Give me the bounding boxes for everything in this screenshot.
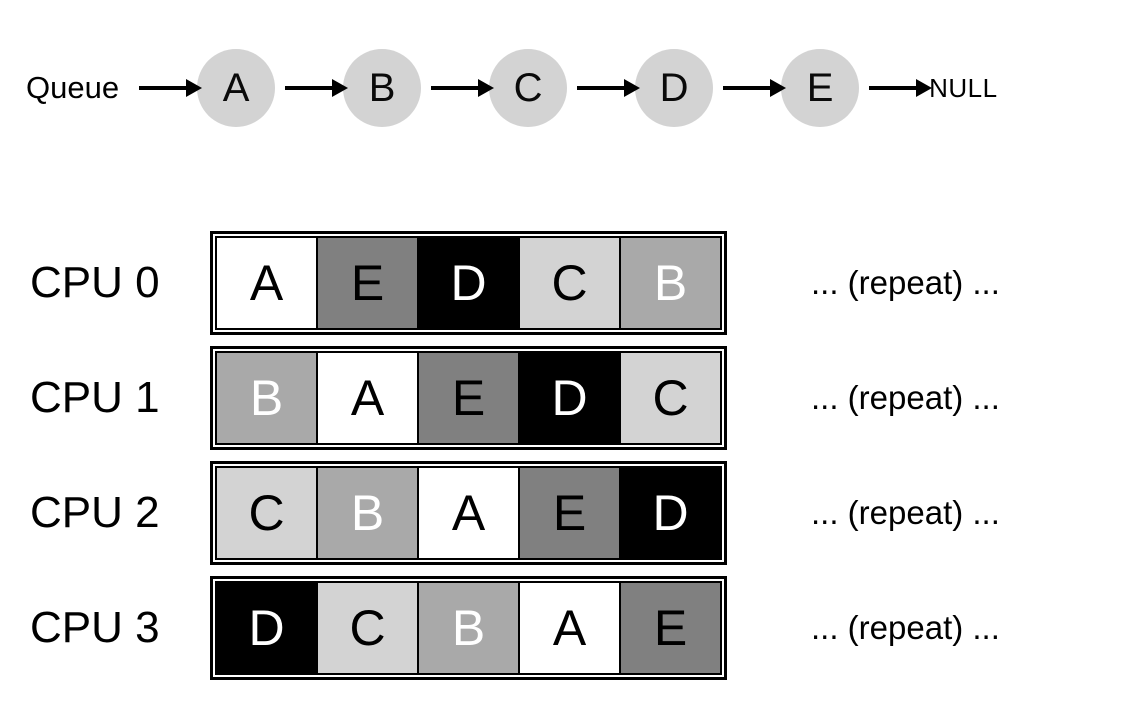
timeslot-cell: E [417, 351, 520, 445]
arrow-icon [723, 86, 772, 90]
cpu-label: CPU 1 [30, 373, 160, 422]
cpu-timelines: CPU 0 A E D C B ... (repeat) ... CPU 1 B… [0, 231, 1000, 680]
timeline-cells: A E D C B [210, 231, 727, 335]
timeline-cells: D C B A E [210, 576, 727, 680]
arrow-icon [431, 86, 480, 90]
null-terminator-label: NULL [929, 72, 998, 103]
timeslot-cell: B [417, 581, 520, 675]
cpu-row: CPU 2 C B A E D ... (repeat) ... [0, 461, 1000, 565]
timeslot-cell: D [518, 351, 621, 445]
timeslot-cell: B [619, 236, 722, 330]
timeline-cells: C B A E D [210, 461, 727, 565]
timeslot-cell: A [215, 236, 318, 330]
timeslot-cell: C [518, 236, 621, 330]
repeat-label: ... (repeat) ... [811, 609, 1000, 646]
timeslot-cell: C [215, 466, 318, 560]
repeat-label: ... (repeat) ... [811, 379, 1000, 416]
queue-node: A [197, 49, 276, 127]
repeat-label: ... (repeat) ... [811, 494, 1000, 531]
repeat-label: ... (repeat) ... [811, 264, 1000, 301]
cpu-row: CPU 0 A E D C B ... (repeat) ... [0, 231, 1000, 335]
queue-node: C [489, 49, 568, 127]
timeslot-cell: B [316, 466, 419, 560]
cpu-label: CPU 0 [30, 258, 160, 307]
timeslot-cell: A [316, 351, 419, 445]
arrow-icon [285, 86, 334, 90]
timeslot-cell: D [417, 236, 520, 330]
timeslot-cell: E [619, 581, 722, 675]
queue-node: B [343, 49, 422, 127]
timeslot-cell: A [518, 581, 621, 675]
arrow-icon [139, 86, 188, 90]
timeslot-cell: E [316, 236, 419, 330]
timeslot-cell: E [518, 466, 621, 560]
queue-node: E [781, 49, 860, 127]
arrow-icon [577, 86, 626, 90]
queue-node: D [635, 49, 714, 127]
cpu-label: CPU 2 [30, 488, 160, 537]
timeslot-cell: D [215, 581, 318, 675]
timeline-cells: B A E D C [210, 346, 727, 450]
timeslot-cell: C [316, 581, 419, 675]
timeslot-cell: D [619, 466, 722, 560]
queue-diagram: Queue A B C D E NULL [26, 44, 998, 132]
cpu-label: CPU 3 [30, 603, 160, 652]
arrow-icon [869, 86, 918, 90]
timeslot-cell: B [215, 351, 318, 445]
timeslot-cell: C [619, 351, 722, 445]
cpu-row: CPU 3 D C B A E ... (repeat) ... [0, 576, 1000, 680]
timeslot-cell: A [417, 466, 520, 560]
queue-label: Queue [26, 70, 120, 105]
cpu-row: CPU 1 B A E D C ... (repeat) ... [0, 346, 1000, 450]
